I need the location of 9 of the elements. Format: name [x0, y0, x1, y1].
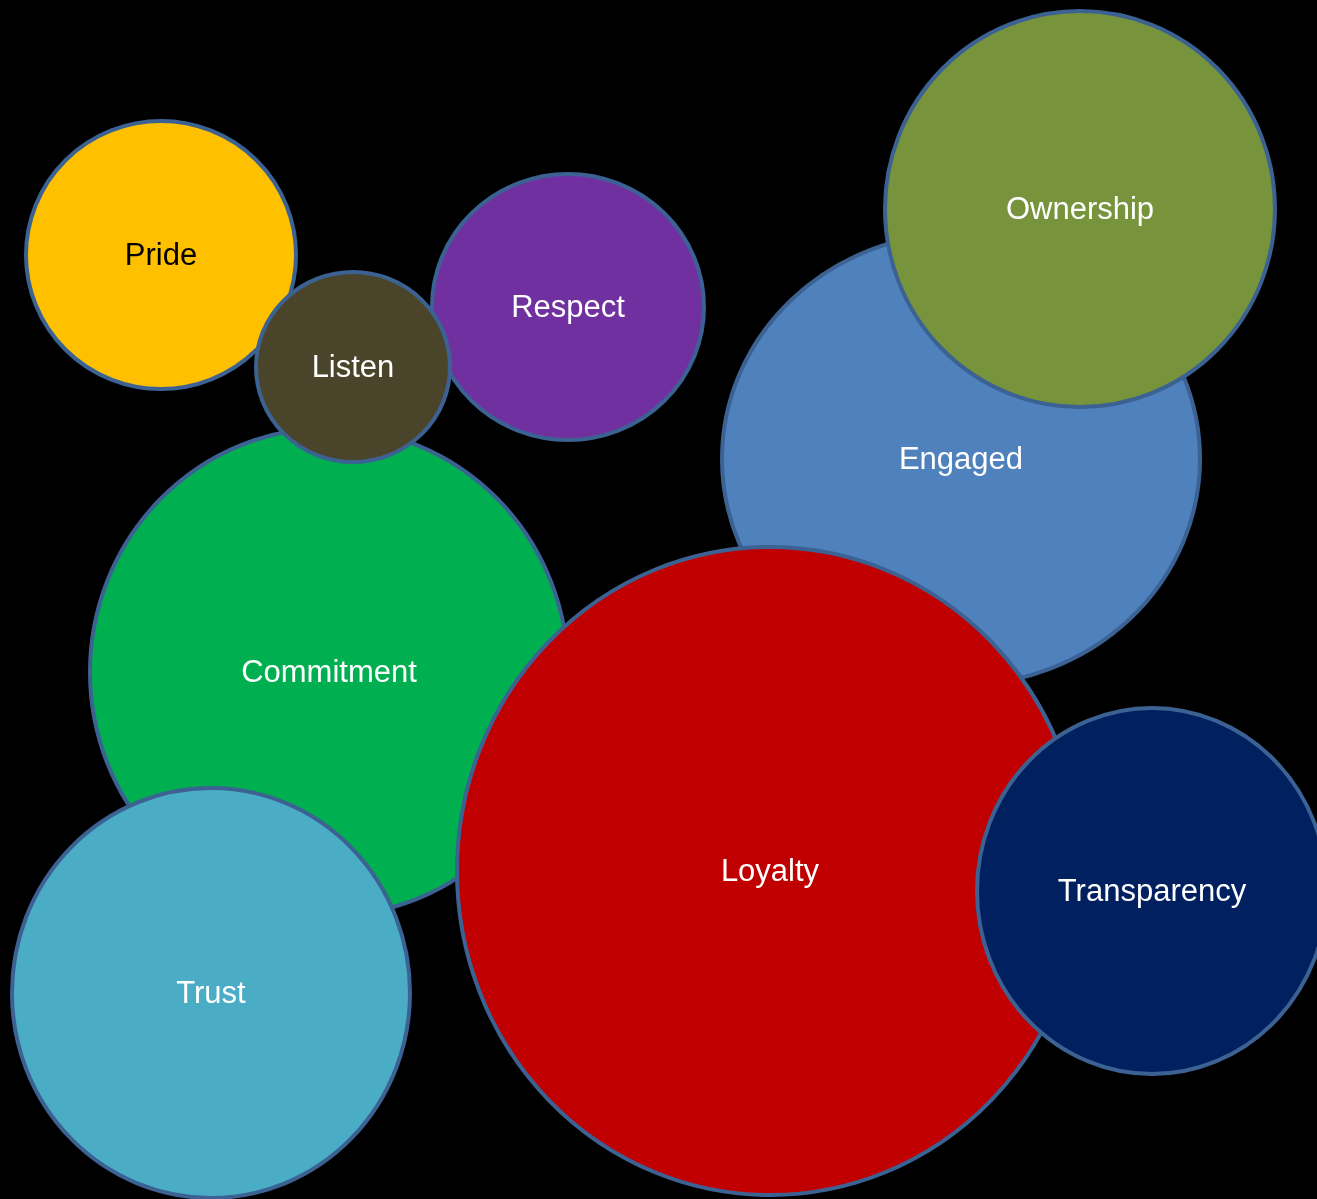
node-label: Respect	[511, 289, 625, 325]
node-label: Transparency	[1057, 873, 1247, 909]
node-label: Trust	[176, 975, 246, 1011]
node-label: Listen	[311, 349, 395, 385]
node-label: Commitment	[241, 654, 417, 690]
node-label: Engaged	[898, 441, 1024, 477]
node-label: Pride	[124, 237, 198, 273]
node-label: Ownership	[1005, 191, 1155, 227]
node-label: Loyalty	[720, 853, 820, 889]
